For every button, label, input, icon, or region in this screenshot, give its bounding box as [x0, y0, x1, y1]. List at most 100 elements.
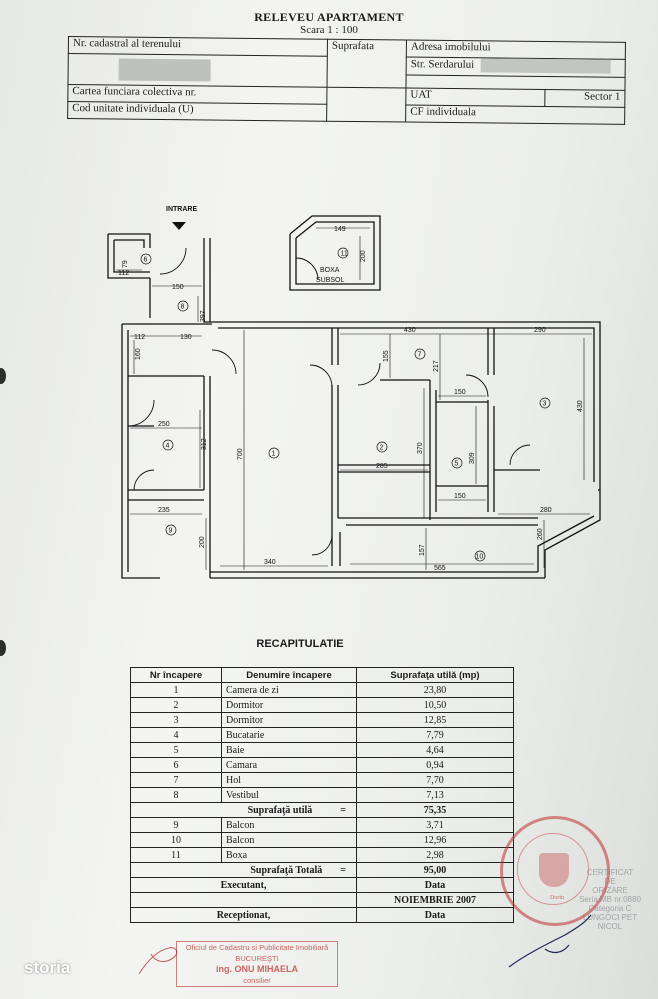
dimension: 250	[158, 421, 170, 428]
room-area-cell: 0,94	[356, 757, 514, 773]
cert-line: NICOL	[597, 922, 623, 931]
total-value: 95,00	[356, 862, 514, 878]
room-area-cell: 4,64	[356, 742, 514, 758]
room-name-cell: Balcon	[221, 832, 357, 848]
cadastral-header-table: Nr. cadastral al terenului Suprafata Adr…	[67, 36, 626, 125]
cert-line: Categoria C	[588, 904, 632, 913]
redacted-street-number	[480, 58, 611, 74]
dimension: 430	[404, 327, 416, 334]
room-area-cell: 12,96	[356, 832, 514, 848]
room-nr-cell: 9	[130, 817, 222, 833]
entrance-arrow-icon	[172, 222, 186, 230]
room-number: 11	[341, 251, 348, 258]
col-header-name: Denumire încapere	[221, 667, 357, 683]
dimension: 290	[534, 327, 546, 334]
room-name-cell: Camara	[221, 757, 357, 773]
dimension: 217	[433, 360, 440, 372]
dimension: 235	[158, 507, 170, 514]
room-nr-cell: 2	[130, 697, 222, 713]
cert-line: LUNGOCI PET	[582, 913, 638, 922]
executant-label: Executant,	[130, 877, 357, 893]
signature-red	[138, 947, 178, 975]
storia-logo: storia	[24, 958, 71, 977]
room-nr-cell: 3	[130, 712, 222, 728]
room-nr-cell: 4	[130, 727, 222, 743]
floor-plan: INTRARE BOXA SUBSOL 1 2 3 4 5 6 7 8 9 10…	[107, 206, 601, 579]
signature	[508, 914, 592, 968]
dimension: 79	[122, 260, 129, 268]
dimension: 112	[134, 334, 145, 341]
cert-line: ORIZARE	[592, 886, 628, 895]
room-area-cell: 7,70	[356, 772, 514, 788]
dimension: 150	[454, 493, 466, 500]
room-name-cell: Balcon	[221, 817, 357, 833]
room-name-cell: Bucatarie	[221, 727, 357, 743]
util-eq: =	[340, 804, 346, 816]
room-number: 7	[418, 352, 422, 359]
dimension: 150	[172, 284, 184, 291]
col-header-nr: Nr încapere	[130, 667, 222, 683]
room-name-cell: Dormitor	[221, 697, 357, 713]
room-nr-cell: 6	[130, 757, 222, 773]
certificate-stamp: CERTIFICAT DE ORIZARE Seria MB nr.0880 C…	[565, 868, 655, 931]
dimension: 565	[434, 565, 446, 572]
entrance-label: INTRARE	[166, 206, 197, 213]
cadastral-seal: Dorin	[500, 816, 610, 926]
col-header-area: Suprafaţa utilă (mp)	[356, 667, 514, 683]
office-name: Oficiul de Cadastru si Publicitate Imobi…	[185, 943, 329, 952]
scale-label: Scara 1 : 100	[300, 24, 358, 36]
room-number: 8	[181, 304, 185, 311]
dimension: 430	[577, 400, 584, 412]
room-nr-cell: 8	[130, 787, 222, 803]
dimension: 155	[383, 350, 390, 362]
dimension: 309	[469, 452, 476, 464]
room-area-cell: 2,98	[356, 847, 514, 863]
dimension: 280	[540, 507, 552, 514]
dimension: 130	[180, 334, 192, 341]
dimension: 149	[334, 226, 346, 233]
total-label: Suprafaţă Totală	[250, 864, 323, 876]
room-area-cell: 7,79	[356, 727, 514, 743]
room-name-cell: Vestibul	[221, 787, 357, 803]
coat-of-arms-icon	[539, 853, 569, 887]
room-area-cell: 23,80	[356, 682, 514, 698]
dimension: 285	[376, 463, 388, 470]
room-number: 9	[169, 528, 173, 535]
dimension: 200	[199, 536, 206, 548]
suprafata-label: Suprafata	[326, 39, 407, 89]
boxa-label-2: SUBSOL	[316, 277, 345, 284]
signer-role: consilier	[243, 976, 271, 985]
total-eq: =	[340, 864, 346, 876]
room-area-cell: 10,50	[356, 697, 514, 713]
room-nr-cell: 10	[130, 832, 222, 848]
room-area-cell: 3,71	[356, 817, 514, 833]
signer-name: ing. ONU MIHAELA	[216, 964, 298, 974]
cod-unitate-label: Cod unitate individuala (U)	[67, 101, 327, 122]
punch-hole	[0, 368, 6, 384]
data-label-2: Data	[356, 907, 514, 923]
room-number: 4	[166, 443, 170, 450]
room-nr-cell: 7	[130, 772, 222, 788]
cf-individuala-label: CF individuala	[405, 105, 625, 125]
recap-title: RECAPITULATIE	[256, 638, 344, 650]
room-area-cell: 12,85	[356, 712, 514, 728]
room-name-cell: Boxa	[221, 847, 357, 863]
dimension: 700	[237, 448, 244, 460]
sector-label: Sector 1	[544, 89, 625, 108]
boxa-label-1: BOXA	[320, 267, 340, 274]
document-title: RELEVEU APARTAMENT	[254, 10, 404, 24]
room-name-cell: Dormitor	[221, 712, 357, 728]
cert-line: Seria MB nr.0880	[579, 895, 641, 904]
room-number: 1	[272, 451, 276, 458]
data-value: NOIEMBRIE 2007	[356, 892, 514, 908]
street-label: Str. Serdarului	[410, 58, 475, 71]
